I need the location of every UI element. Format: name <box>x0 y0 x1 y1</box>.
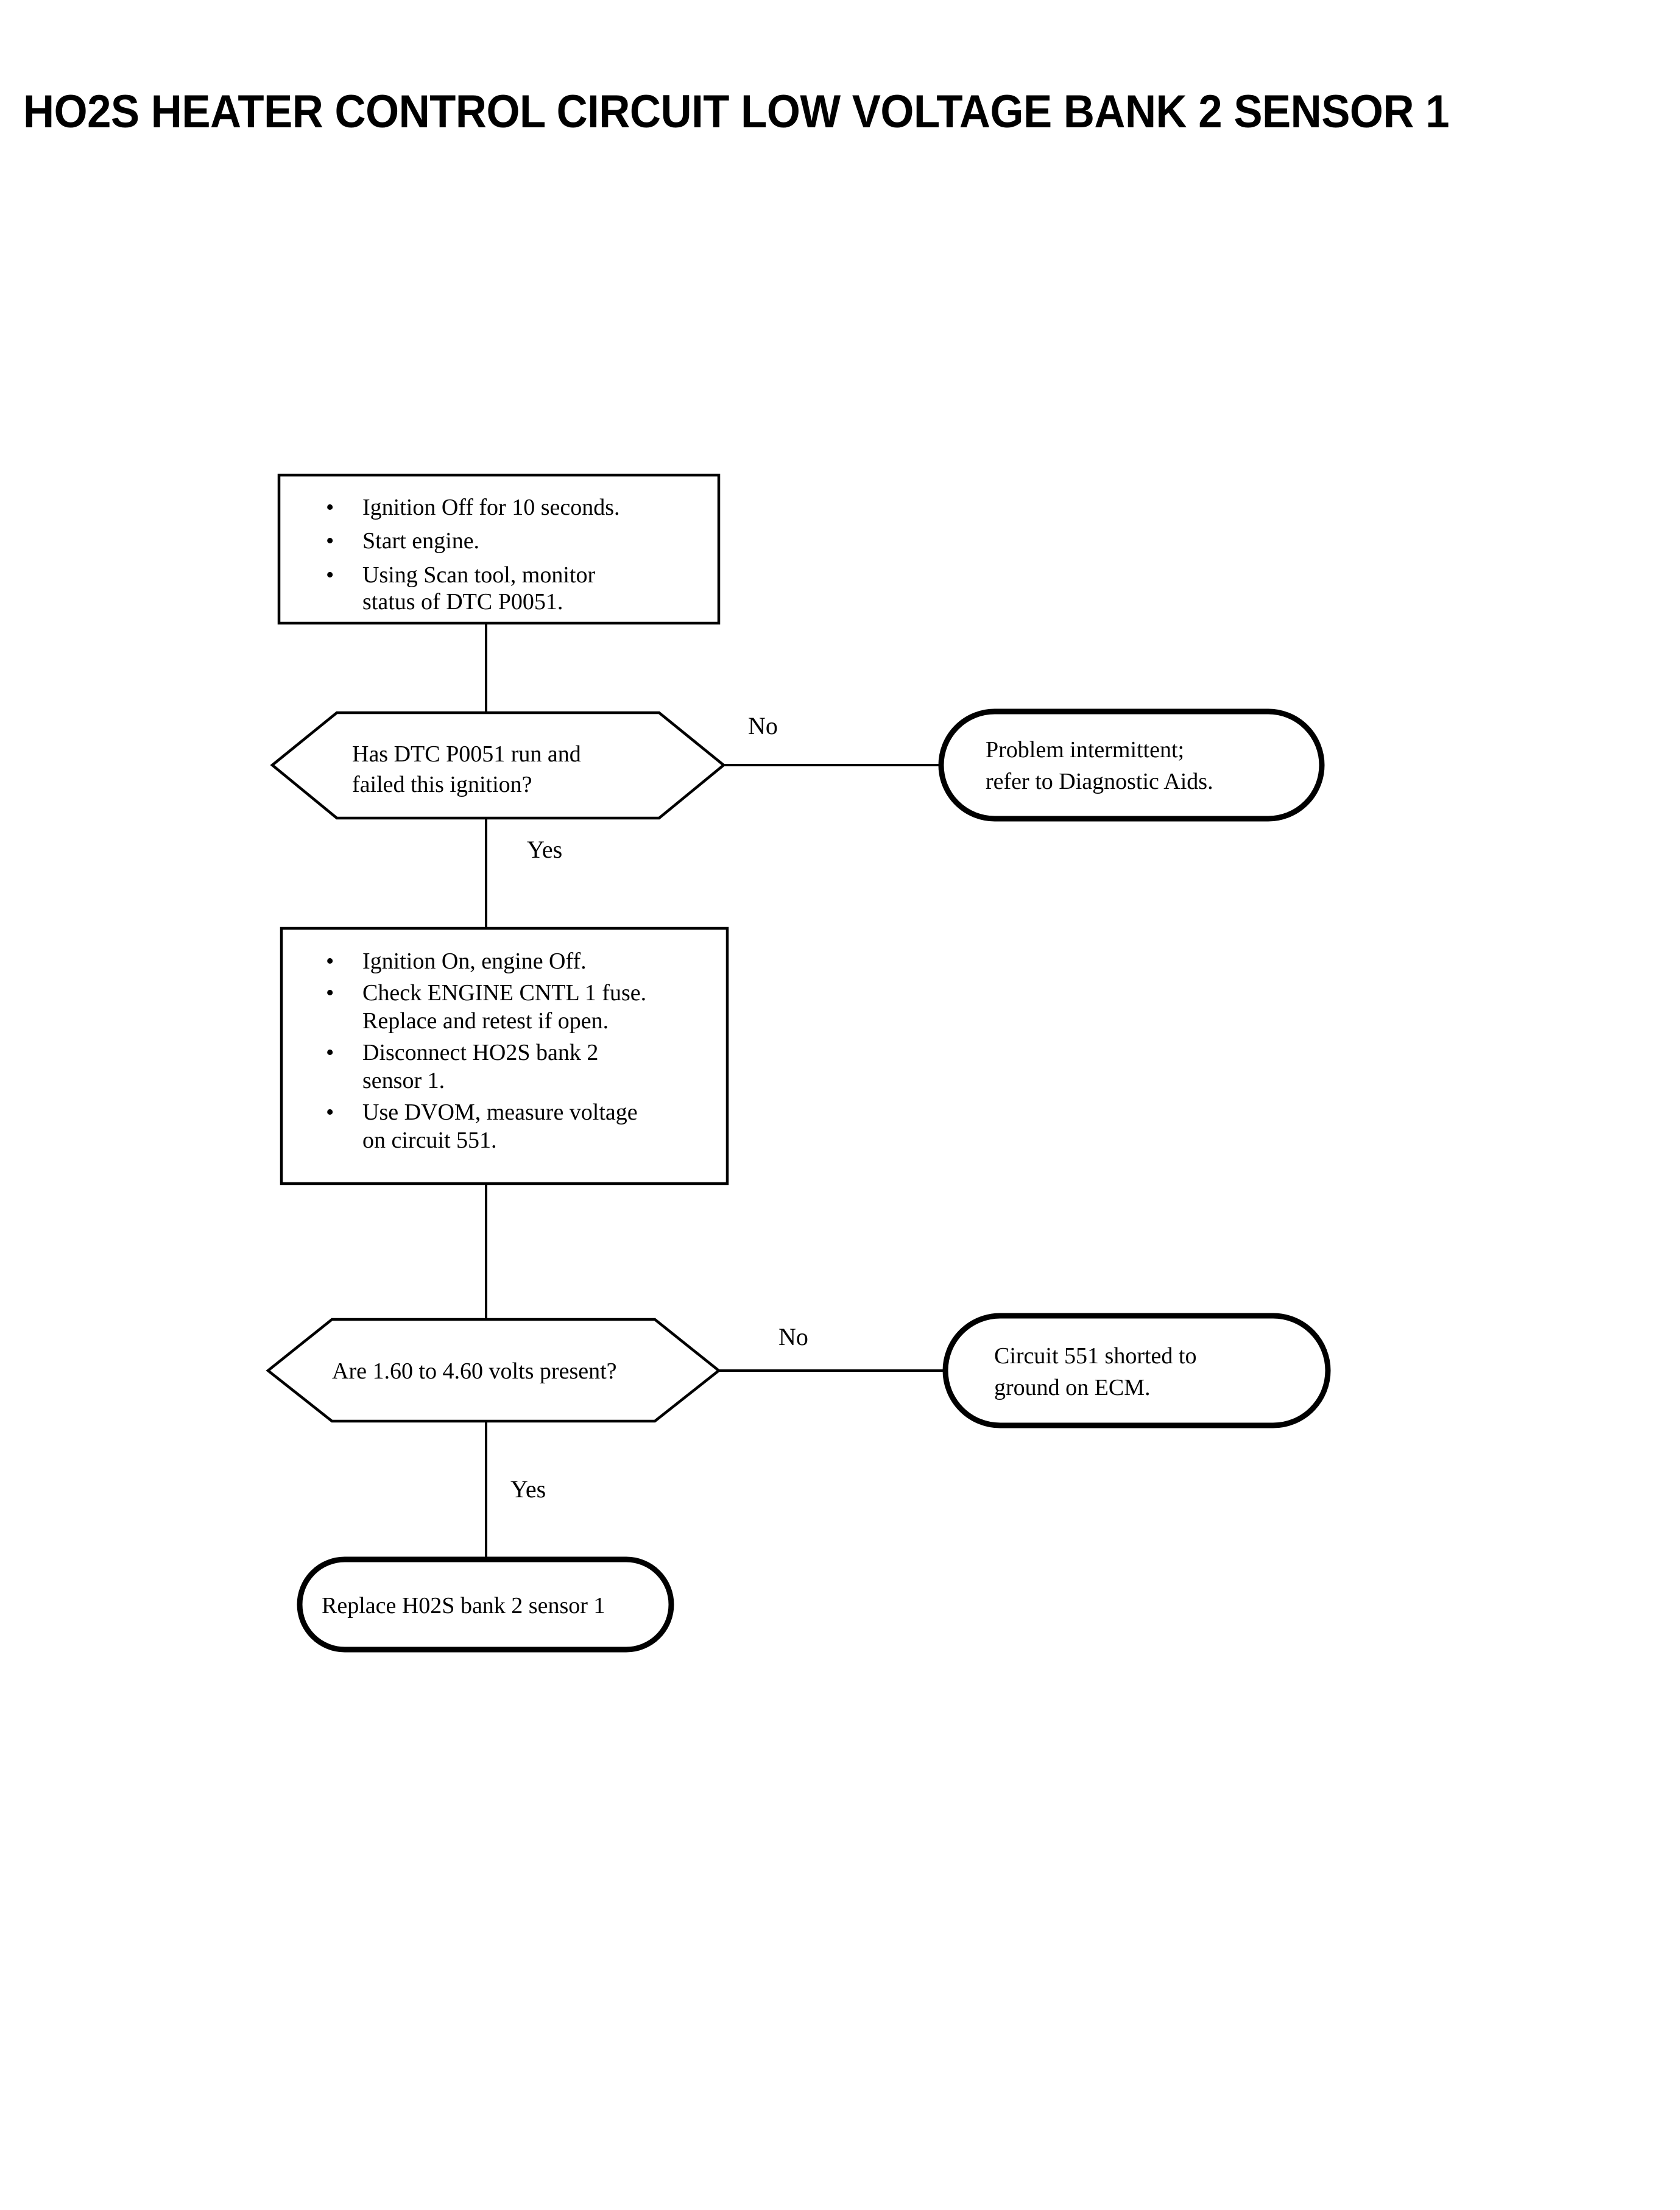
step1-bullet-1: • <box>326 495 334 520</box>
step1-box <box>277 473 721 625</box>
node-terminal3: Replace H02S bank 2 sensor 1 <box>297 1556 674 1653</box>
terminal2-stadium <box>942 1313 1331 1428</box>
terminal2-line-2: ground on ECM. <box>994 1375 1151 1400</box>
step2-box <box>280 927 729 1185</box>
step2-line-3: Replace and retest if open. <box>362 1008 609 1034</box>
terminal3-line-1: Replace H02S bank 2 sensor 1 <box>322 1593 605 1619</box>
step1-line-1: Ignition Off for 10 seconds. <box>362 495 620 520</box>
step2-bullet-4: • <box>326 1100 334 1125</box>
step2-bullet-3: • <box>326 1040 334 1065</box>
step1-bullet-3: • <box>326 562 334 588</box>
terminal1-stadium <box>938 708 1325 822</box>
decision2-hexagon <box>266 1318 721 1423</box>
step1-line-3: Using Scan tool, monitor <box>362 562 595 588</box>
decision1-line-2: failed this ignition? <box>352 772 532 797</box>
step1-line-2: Start engine. <box>362 528 479 554</box>
node-terminal1: Problem intermittent; refer to Diagnosti… <box>938 708 1325 822</box>
terminal2-line-1: Circuit 551 shorted to <box>994 1343 1196 1369</box>
step2-bullet-2: • <box>326 980 334 1006</box>
step1-line-4: status of DTC P0051. <box>362 589 563 615</box>
node-step1: • Ignition Off for 10 seconds. • Start e… <box>277 473 721 625</box>
step2-line-5: sensor 1. <box>362 1068 445 1093</box>
node-decision2: Are 1.60 to 4.60 volts present? <box>266 1318 721 1423</box>
terminal1-line-1: Problem intermittent; <box>986 737 1184 763</box>
decision1-line-1: Has DTC P0051 run and <box>352 741 581 767</box>
step2-bullet-1: • <box>326 948 334 974</box>
page-title: HO2S HEATER CONTROL CIRCUIT LOW VOLTAGE … <box>23 86 1450 138</box>
step2-line-4: Disconnect HO2S bank 2 <box>362 1040 598 1065</box>
node-terminal2: Circuit 551 shorted to ground on ECM. <box>942 1313 1331 1428</box>
terminal1-line-2: refer to Diagnostic Aids. <box>986 769 1213 794</box>
step2-line-2: Check ENGINE CNTL 1 fuse. <box>362 980 646 1006</box>
edge-label-no-1: No <box>748 712 778 740</box>
edge-label-yes-2: Yes <box>510 1475 546 1503</box>
step2-line-1: Ignition On, engine Off. <box>362 948 587 974</box>
edge-label-no-2: No <box>778 1323 808 1350</box>
decision1-hexagon <box>270 711 726 820</box>
edge-label-yes-1: Yes <box>527 836 562 863</box>
terminal3-stadium <box>297 1556 674 1653</box>
decision2-line-1: Are 1.60 to 4.60 volts present? <box>332 1358 617 1384</box>
edge-label-group: No Yes No Yes <box>510 712 808 1503</box>
step2-line-6: Use DVOM, measure voltage <box>362 1100 638 1125</box>
node-step2: • Ignition On, engine Off. • Check ENGIN… <box>280 927 729 1185</box>
step2-line-7: on circuit 551. <box>362 1128 497 1153</box>
connector-group <box>485 623 945 1559</box>
step1-bullet-2: • <box>326 528 334 554</box>
node-decision1: Has DTC P0051 run and failed this igniti… <box>270 711 726 820</box>
